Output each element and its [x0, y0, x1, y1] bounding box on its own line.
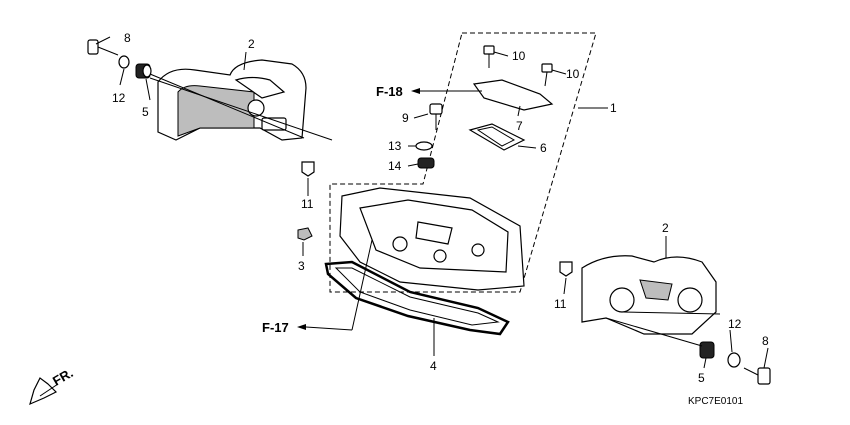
callout-3: 3: [298, 259, 305, 273]
callout-11-right: 11: [554, 297, 567, 311]
callout-8-left: 8: [124, 31, 131, 45]
head-cover: [339, 187, 525, 291]
right-fasteners: [559, 261, 771, 385]
arrow-down-left-icon: [29, 377, 58, 406]
callout-8-right: 8: [762, 334, 769, 348]
ref-f18-label: F-18: [376, 84, 403, 99]
callout-2-left: 2: [248, 37, 255, 51]
right-side-cover: [581, 255, 717, 335]
front-direction: FR.: [29, 365, 76, 406]
ref-f17: F-17: [262, 239, 373, 335]
arrow-left-icon: [411, 88, 420, 94]
callout-4: 4: [430, 359, 437, 373]
left-side-cover: [157, 59, 307, 141]
front-label: FR.: [50, 365, 76, 388]
callout-2-right: 2: [662, 221, 669, 235]
diagram-code: KPC7E0101: [688, 396, 743, 407]
callout-9: 9: [402, 111, 409, 125]
breather-parts: [297, 45, 554, 241]
callout-12-right: 12: [728, 317, 742, 331]
assembly-boundary: [329, 32, 597, 293]
callout-5-right: 5: [698, 371, 705, 385]
leader-lines: [95, 36, 769, 369]
callouts: 8 2 12 5 11 3 10 10 1 7 6 9 13 14 4 2 11…: [112, 31, 769, 385]
callout-10-mid: 10: [566, 67, 580, 81]
callout-14: 14: [388, 159, 402, 173]
ref-f18: F-18: [376, 84, 482, 99]
callout-1: 1: [610, 101, 617, 115]
left-fasteners: [87, 39, 315, 177]
callout-5-left: 5: [142, 105, 149, 119]
callout-6: 6: [540, 141, 547, 155]
head-cover-gasket: [324, 260, 510, 336]
callout-7: 7: [516, 119, 523, 133]
callout-13: 13: [388, 139, 402, 153]
ref-f17-label: F-17: [262, 320, 289, 335]
callout-12-left: 12: [112, 91, 126, 105]
callout-10-top: 10: [512, 49, 526, 63]
arrow-left-icon: [297, 324, 306, 330]
callout-11-left: 11: [301, 197, 314, 211]
